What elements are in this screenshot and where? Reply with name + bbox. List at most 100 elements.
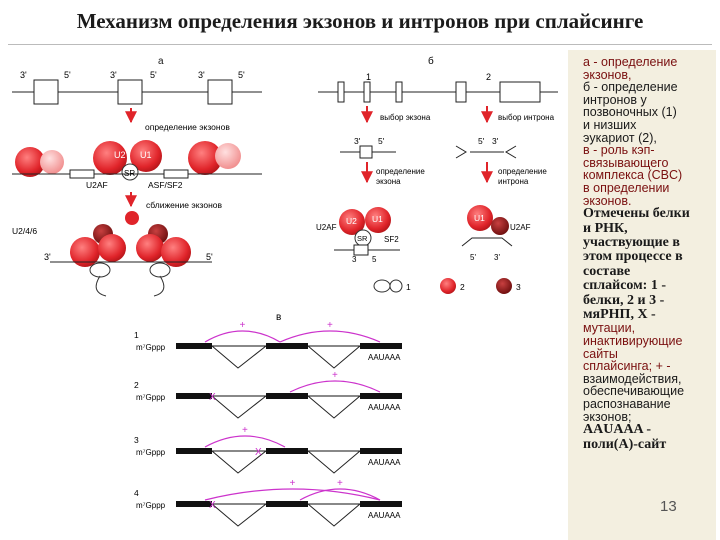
- site-label: 3': [110, 70, 117, 80]
- legend-line: эукариот (2),: [583, 130, 657, 145]
- intron-loop: [307, 395, 361, 419]
- legend-line: сайты: [583, 346, 618, 361]
- legend-line: в - роль кэп-: [583, 143, 655, 158]
- cap-label: m⁷Gppp: [136, 501, 166, 510]
- intron-loop: [307, 345, 361, 369]
- intron-loop: [307, 450, 361, 474]
- site-label: 5': [64, 70, 71, 80]
- splicing-figure: а 3' 5' 3' 5' 3' 5' определение экзонов …: [12, 55, 558, 527]
- intron-loop: [211, 450, 267, 474]
- legend-line: сплайсом: 1 -: [583, 278, 667, 294]
- legend-line: комплекса (CBC): [583, 168, 683, 183]
- plus-mark: +: [337, 478, 343, 489]
- legend-line: составе: [583, 263, 631, 279]
- legend-line: интронов у: [583, 92, 647, 107]
- legend-panel: [568, 50, 716, 540]
- step-label: определение экзонов: [145, 122, 230, 132]
- legend-line: мутации,: [583, 321, 636, 336]
- sr-label: SR: [124, 169, 135, 178]
- row-number: 2: [134, 380, 139, 390]
- num-label: 2: [486, 72, 491, 82]
- legend-line: а - определение: [583, 55, 678, 69]
- exon-bar: [176, 343, 212, 349]
- interaction-arc: [204, 330, 281, 343]
- legend-num: 1: [406, 282, 411, 292]
- u246-label: U2/4/6: [12, 226, 37, 236]
- legend-line: и РНК,: [583, 220, 628, 236]
- legend-line: экзонов;: [583, 409, 632, 424]
- site-label: 3: [352, 255, 357, 264]
- legend-num: 3: [516, 282, 521, 292]
- panel-a-letter: а: [158, 56, 164, 67]
- mutation-mark: X: [255, 447, 262, 458]
- site-label: 3': [354, 136, 361, 146]
- exon-bar: [176, 501, 212, 507]
- sr-label: SR: [357, 234, 368, 243]
- slide-title: Механизм определения экзонов и интронов …: [76, 9, 644, 33]
- intron-loop: [211, 503, 267, 527]
- plus-mark: +: [332, 370, 338, 381]
- legend-line: распознавание: [583, 396, 671, 411]
- row-number: 4: [134, 488, 139, 498]
- polya-label: AAUAAA: [368, 403, 401, 412]
- plus-mark: +: [290, 478, 296, 489]
- intron-loop: [307, 503, 361, 527]
- site-label: 3': [198, 70, 205, 80]
- legend-line: б - определение: [583, 80, 678, 95]
- site-label: 5': [206, 252, 213, 262]
- interaction-arc: [279, 330, 381, 343]
- mutation-mark: X: [209, 500, 216, 511]
- legend-line: связывающего: [583, 155, 669, 170]
- legend-line: мяРНП, X -: [583, 306, 656, 322]
- legend-line: белки, 2 и 3 -: [583, 292, 665, 308]
- site-label: 5: [372, 255, 377, 264]
- u1-label: U1: [372, 214, 383, 224]
- cap-label: m⁷Gppp: [136, 393, 166, 402]
- plus-mark: +: [327, 320, 333, 331]
- row-number: 3: [134, 435, 139, 445]
- polya-label: AAUAAA: [368, 353, 401, 362]
- panel-c: в 1m⁷GpppAAUAAA++2m⁷GpppAAUAAA+X3m⁷GpppA…: [134, 312, 402, 527]
- site-label: 5': [478, 136, 485, 146]
- legend-line: сплайсинга; + -: [583, 359, 671, 374]
- site-label: 3': [20, 70, 27, 80]
- legend-snrnp-dark-icon: [496, 278, 512, 294]
- u2af-label: U2AF: [510, 223, 531, 232]
- legend-snrnp-icon: [440, 278, 456, 294]
- legend-line: обеспечивающие: [583, 384, 685, 399]
- u2af-label: U2AF: [86, 180, 108, 190]
- def-label: интрона: [498, 177, 529, 186]
- legend-line: позвоночных (1): [583, 105, 677, 120]
- u1-label: U1: [474, 213, 485, 223]
- intron-loop: [211, 345, 267, 369]
- site-label: 3': [492, 136, 499, 146]
- legend-line: экзонов,: [583, 67, 632, 82]
- interaction-arc: [299, 488, 381, 501]
- slide-number: 13: [660, 498, 677, 515]
- u2-label: U2: [346, 216, 357, 226]
- exon-bar: [360, 501, 402, 507]
- u1-label: U1: [140, 150, 152, 160]
- exon-box: [207, 79, 233, 105]
- legend-line: в определении: [583, 180, 670, 195]
- intron-loop: [211, 395, 267, 419]
- panel-a: а 3' 5' 3' 5' 3' 5' определение экзонов …: [12, 56, 262, 297]
- exon-bar: [176, 393, 212, 399]
- legend-line: участвующие в: [583, 234, 680, 250]
- exon-box: [33, 79, 59, 105]
- polya-label: AAUAAA: [368, 511, 401, 520]
- panel-b: б 1 2 выбор экзона выбор интрона 3' 5' 5…: [316, 55, 558, 294]
- panel-b-letter: б: [428, 55, 434, 67]
- legend-line: AAUAAA -: [583, 422, 652, 438]
- polya-label: AAUAAA: [368, 458, 401, 467]
- legend-line: и низших: [583, 117, 637, 132]
- exon-bar: [266, 343, 308, 349]
- title-divider: [8, 44, 712, 45]
- site-label: 5': [238, 70, 245, 80]
- interaction-arc: [204, 488, 381, 501]
- sf2-label: SF2: [384, 235, 399, 244]
- choice-label: выбор экзона: [380, 113, 431, 122]
- exon-bar: [360, 343, 402, 349]
- legend-line: инактивирующие: [583, 333, 683, 348]
